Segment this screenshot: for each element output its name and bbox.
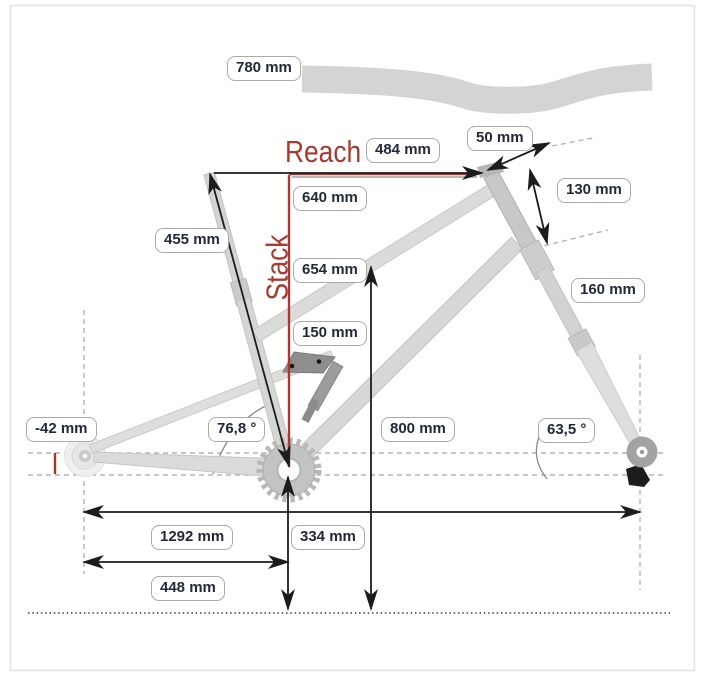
head-tube-length-label: 130 mm xyxy=(557,178,631,203)
shock-eye xyxy=(301,398,320,423)
head-tube-angle-label: 63,5 ° xyxy=(538,418,596,443)
chainstay-length-label: 448 mm xyxy=(151,576,225,601)
chain-stay xyxy=(93,451,288,479)
reach-label: 484 mm xyxy=(366,138,440,163)
pivot-bolt xyxy=(316,359,322,364)
rear-travel-label: 150 mm xyxy=(293,321,367,346)
handlebar-width-label: 780 mm xyxy=(227,56,301,81)
measurement-arrows xyxy=(82,142,642,611)
seat-tube-length-label: 455 mm xyxy=(155,228,229,253)
bb-drop-label: -42 mm xyxy=(26,417,97,442)
fork-travel-label: 160 mm xyxy=(571,278,645,303)
stem-length-label: 50 mm xyxy=(467,126,533,151)
image-border xyxy=(9,4,696,672)
head-tube xyxy=(483,170,537,250)
stem-length-arrow xyxy=(486,142,551,171)
rear-suspension xyxy=(282,351,344,423)
stack-caption: Stack xyxy=(259,234,295,301)
seat-tube-angle-label: 76,8 ° xyxy=(208,417,266,442)
standover-height-label: 800 mm xyxy=(381,417,455,442)
handlebar xyxy=(301,63,653,114)
head-angle-arc xyxy=(535,436,548,480)
head-tube-length-arrow xyxy=(527,168,550,245)
shock-body xyxy=(307,360,344,412)
fork xyxy=(519,239,650,487)
pivot-bolt xyxy=(289,363,295,369)
stack-label: 654 mm xyxy=(293,258,367,283)
wheelbase-label: 1292 mm xyxy=(151,525,234,550)
stem-axis-guide xyxy=(551,137,594,147)
effective-top-tube-label: 640 mm xyxy=(293,186,367,211)
reach-caption: Reach xyxy=(285,134,362,169)
fork-dropout xyxy=(626,464,650,487)
bb-height-label: 334 mm xyxy=(291,525,365,550)
seat-tube-axis-arrow xyxy=(208,172,291,468)
front-wheel-hub xyxy=(626,436,658,468)
